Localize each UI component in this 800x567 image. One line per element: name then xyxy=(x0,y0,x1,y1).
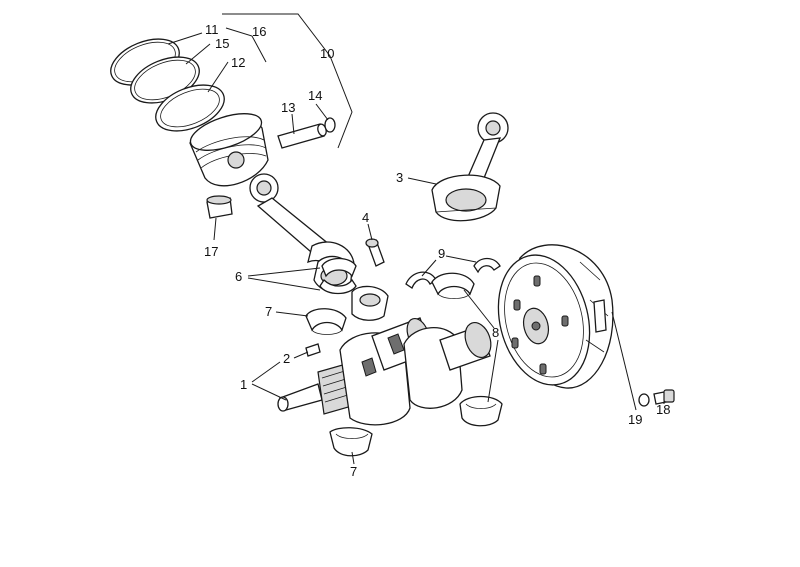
connecting-rod-left xyxy=(249,173,355,294)
bolt-18 xyxy=(653,389,675,405)
thrust-washer-left xyxy=(405,271,437,289)
callout-3: 3 xyxy=(396,170,403,185)
callout-1: 1 xyxy=(240,377,247,392)
woodruff-key xyxy=(305,343,321,357)
callout-18: 18 xyxy=(656,402,670,417)
leader-lines xyxy=(167,13,665,465)
flywheel xyxy=(497,244,614,389)
callout-7-lower: 7 xyxy=(350,464,357,479)
main-bearing-shell-8-upper xyxy=(431,272,475,299)
callout-9: 9 xyxy=(438,246,445,261)
callout-13: 13 xyxy=(281,100,295,115)
callout-7-upper: 7 xyxy=(265,304,272,319)
main-bearing-shell-7-lower xyxy=(329,427,373,457)
callout-4: 4 xyxy=(362,210,369,225)
callout-14: 14 xyxy=(308,88,322,103)
callout-8: 8 xyxy=(492,325,499,340)
washer-19 xyxy=(638,393,650,407)
callout-19: 19 xyxy=(628,412,642,427)
callout-17: 17 xyxy=(204,244,218,259)
bolt-4 xyxy=(365,238,385,267)
circlip xyxy=(324,117,336,133)
connecting-rod-3 xyxy=(431,112,509,222)
callout-12: 12 xyxy=(231,55,245,70)
small-end-bush xyxy=(206,195,233,219)
main-bearing-shell-8-lower xyxy=(459,395,503,427)
callout-labels: 11 16 15 10 12 14 13 3 4 17 9 6 7 8 2 1 … xyxy=(204,22,670,479)
main-bearing-shell-7-upper xyxy=(305,308,347,335)
callout-6: 6 xyxy=(235,269,242,284)
big-end-bearing-upper xyxy=(321,257,357,278)
rod-cap xyxy=(351,285,389,321)
callout-11: 11 xyxy=(205,22,219,37)
callout-16: 16 xyxy=(252,24,266,39)
piston-pin xyxy=(277,123,327,149)
callout-15: 15 xyxy=(215,36,229,51)
callout-2: 2 xyxy=(283,351,290,366)
crankshaft xyxy=(277,317,492,426)
piston-ring-12 xyxy=(155,84,225,132)
thrust-washer-right xyxy=(473,257,501,274)
big-end-bearing-lower xyxy=(319,278,357,295)
piston xyxy=(189,113,269,187)
callout-10: 10 xyxy=(320,46,334,61)
